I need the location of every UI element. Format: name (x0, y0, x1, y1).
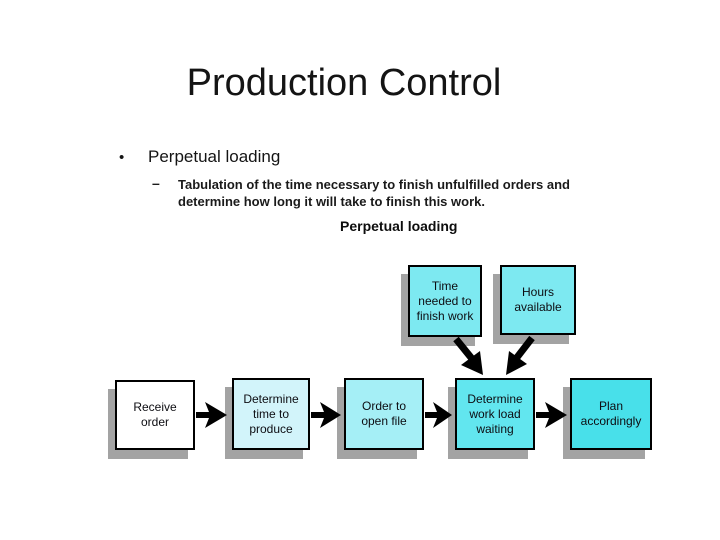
flow-box-plan-accordingly: Plan accordingly (570, 378, 652, 450)
bullet-marker: • (119, 149, 125, 166)
sub-bullet-text-line1: Tabulation of the time necessary to fini… (178, 177, 570, 192)
top-box-time-needed-label: Time needed to finish work (416, 278, 474, 323)
arrow-down-left-head-icon (506, 351, 527, 375)
top-box-time-needed: Time needed to finish work (408, 265, 482, 337)
slide-title: Production Control (186, 62, 502, 104)
flow-box-determine-time-label: Determine time to produce (243, 391, 299, 436)
arrow-right-2-icon (311, 402, 341, 428)
flow-box-determine-workload: Determine work load waiting (455, 378, 535, 450)
arrow-down-left-shaft (512, 335, 535, 363)
arrow-right-4-icon (536, 402, 567, 428)
flow-box-determine-time: Determine time to produce (232, 378, 310, 450)
bullet-item-perpetual-loading: Perpetual loading (148, 147, 281, 166)
sub-bullet-text-line2: determine how long it will take to finis… (178, 194, 485, 209)
arrow-down-right-shaft (453, 336, 476, 363)
flow-box-order-open-file-label: Order to open file (361, 399, 407, 428)
top-box-hours-available-label: Hours available (514, 285, 562, 314)
flow-box-receive-order-label: Receive order (133, 400, 177, 429)
top-box-hours-available: Hours available (500, 265, 576, 335)
flow-box-plan-accordingly-label: Plan accordingly (580, 399, 642, 428)
flow-box-order-open-file: Order to open file (344, 378, 424, 450)
arrow-right-1-icon (196, 402, 227, 428)
flow-box-determine-workload-label: Determine work load waiting (467, 391, 523, 436)
diagram-caption: Perpetual loading (340, 218, 458, 234)
arrow-down-right-head-icon (461, 351, 483, 375)
flow-box-receive-order: Receive order (115, 380, 195, 450)
arrow-right-3-icon (425, 402, 452, 428)
sub-bullet-dash: – (152, 175, 160, 191)
